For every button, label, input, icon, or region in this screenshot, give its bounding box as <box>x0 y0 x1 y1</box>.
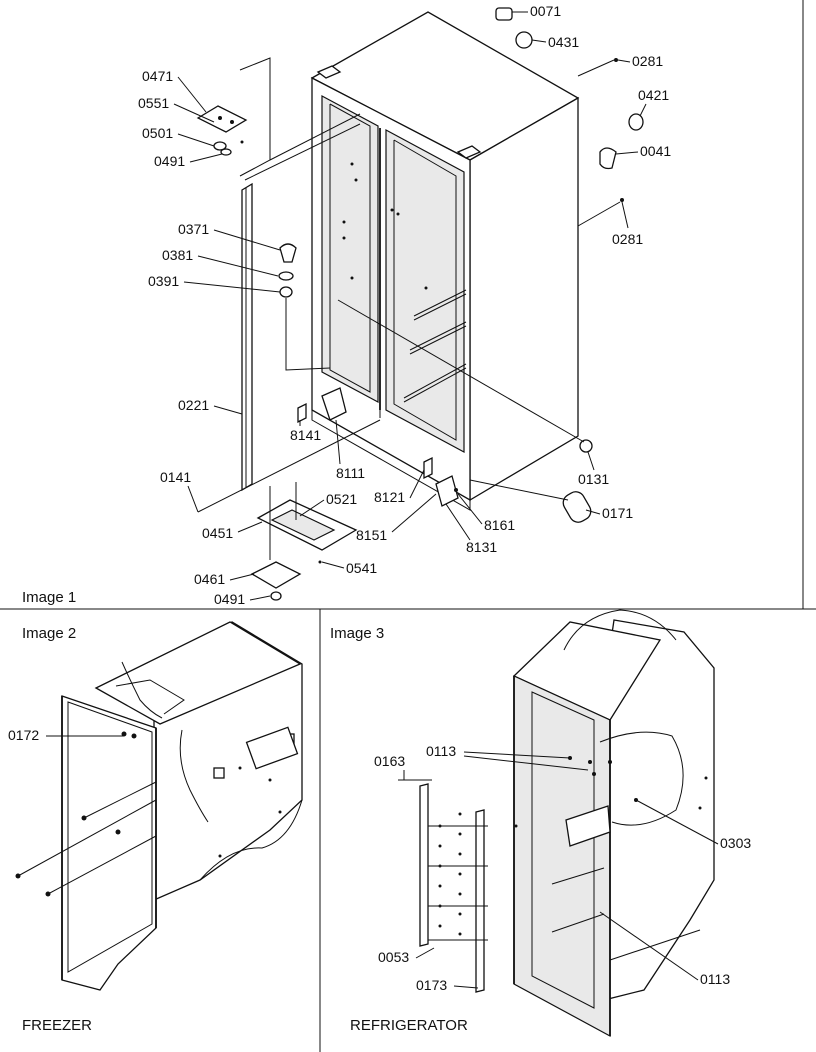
part-label-8131: 8131 <box>466 539 497 555</box>
part-label-0421: 0421 <box>638 87 669 103</box>
part-label-0113-lower: 0113 <box>700 971 730 987</box>
part-label-0172: 0172 <box>8 727 39 743</box>
image2-callouts: Image 2 0172 FREEZER <box>8 625 124 1034</box>
part-label-0521: 0521 <box>326 491 357 507</box>
part-label-0551: 0551 <box>138 95 169 111</box>
part-label-0171: 0171 <box>602 505 633 521</box>
part-label-0281-top: 0281 <box>632 53 663 69</box>
part-label-0131: 0131 <box>578 471 609 487</box>
part-label-0041: 0041 <box>640 143 671 159</box>
part-label-0381: 0381 <box>162 247 193 263</box>
image3-callouts: Image 3 0163 0113 0303 0053 0173 0113 RE… <box>330 625 751 1034</box>
part-label-8111: 8111 <box>336 465 365 481</box>
part-label-0173: 0173 <box>416 977 447 993</box>
image2-caption: Image 2 <box>22 625 76 642</box>
part-label-0391: 0391 <box>148 273 179 289</box>
image1-callouts: 0071 0431 0281 0421 0041 0281 0471 0551 … <box>22 3 671 607</box>
part-label-0491-top: 0491 <box>154 153 185 169</box>
part-label-0371: 0371 <box>178 221 209 237</box>
part-label-8121: 8121 <box>374 489 405 505</box>
part-label-0501: 0501 <box>142 125 173 141</box>
image1-cabinet-drawing <box>196 7 644 601</box>
part-label-8161: 8161 <box>484 517 515 533</box>
part-label-0451: 0451 <box>202 525 233 541</box>
part-label-0303: 0303 <box>720 835 751 851</box>
image2-freezer-drawing <box>15 621 303 991</box>
part-label-0163: 0163 <box>374 753 405 769</box>
freezer-section-label: FREEZER <box>22 1017 92 1034</box>
part-label-0431: 0431 <box>548 34 579 50</box>
part-label-0541: 0541 <box>346 560 377 576</box>
part-label-0471: 0471 <box>142 68 173 84</box>
image1-caption: Image 1 <box>22 589 76 606</box>
part-label-0491-bottom: 0491 <box>214 591 245 607</box>
image3-refrigerator-drawing <box>419 609 715 1038</box>
part-label-0113-upper: 0113 <box>426 743 456 759</box>
part-label-0221: 0221 <box>178 397 209 413</box>
part-label-0053: 0053 <box>378 949 409 965</box>
image3-caption: Image 3 <box>330 625 384 642</box>
refrigerator-section-label: REFRIGERATOR <box>350 1017 468 1034</box>
part-label-8151: 8151 <box>356 527 387 543</box>
part-label-0071: 0071 <box>530 3 561 19</box>
part-label-0281-lower: 0281 <box>612 231 643 247</box>
part-label-8141: 8141 <box>290 427 321 443</box>
part-label-0141: 0141 <box>160 469 191 485</box>
part-label-0461: 0461 <box>194 571 225 587</box>
